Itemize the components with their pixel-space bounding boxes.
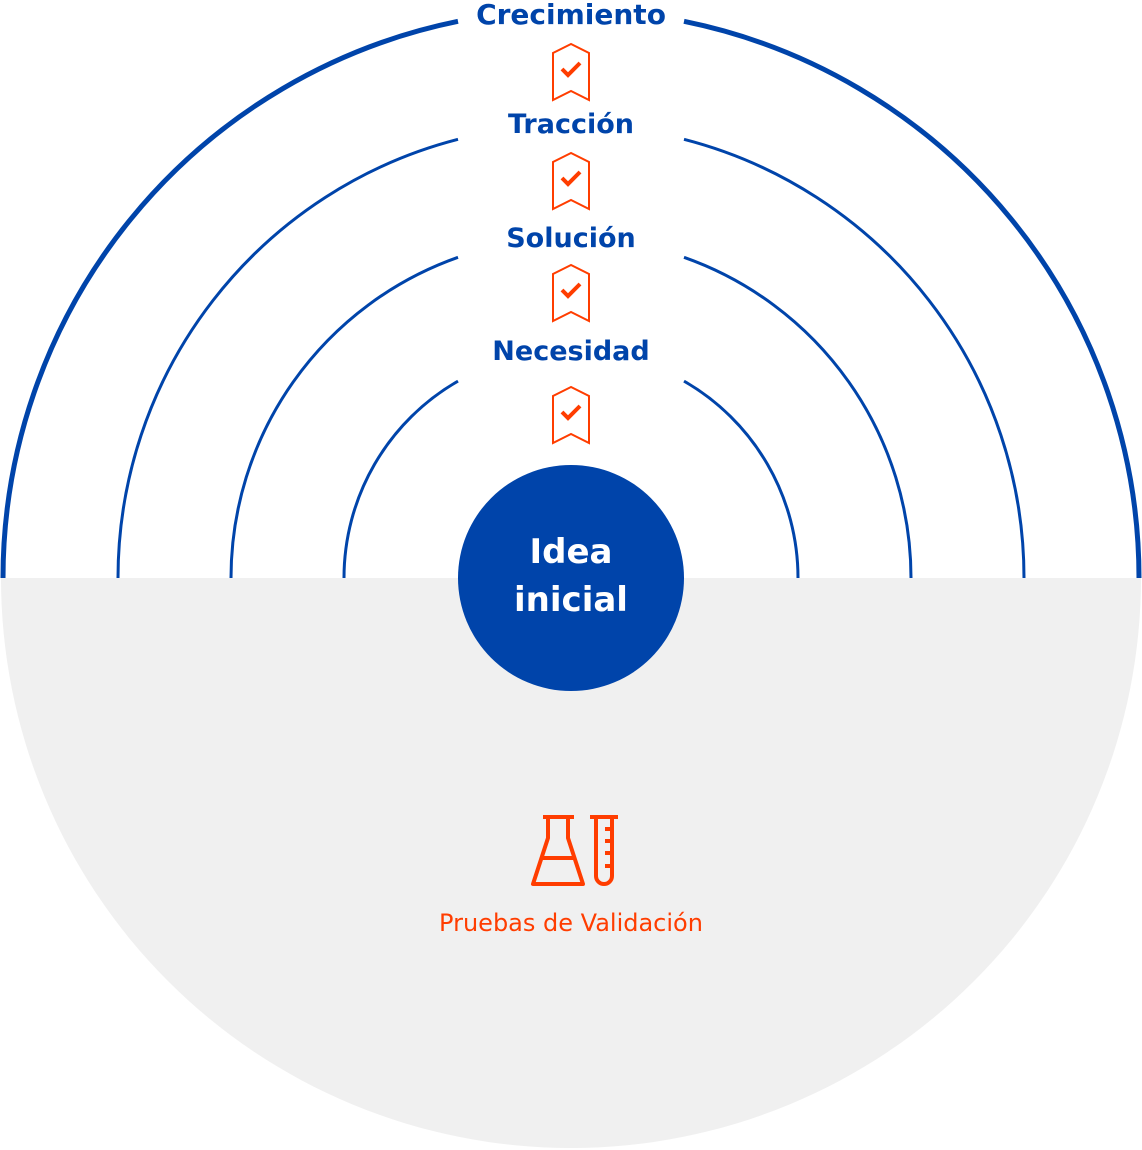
center-line1: Idea — [530, 532, 613, 572]
stage-label-solucion: Solución — [506, 223, 636, 254]
stage-label-traccion: Tracción — [508, 109, 634, 140]
stage-arc-2-left — [229, 255, 459, 579]
stage-label-necesidad: Necesidad — [492, 336, 649, 367]
badge-check-icon — [552, 263, 590, 323]
stage-arc-1-left — [342, 379, 459, 579]
stage-label-crecimiento: Crecimiento — [476, 0, 666, 31]
badge-check-icon — [552, 42, 590, 102]
stage-arc-3-left — [116, 137, 459, 579]
stage-arc-3-right — [683, 137, 1026, 579]
lab-flask-tube-icon — [531, 815, 618, 886]
validation-area — [1, 578, 1141, 1148]
idea-circle — [458, 465, 684, 691]
stage-arc-4-right — [683, 18, 1142, 579]
badge-check-icon — [552, 151, 590, 211]
badge-check-icon — [552, 385, 590, 445]
center-line2: inicial — [514, 580, 628, 620]
validation-label: Pruebas de Validación — [439, 909, 703, 937]
stage-arc-4-left — [0, 18, 459, 579]
stage-arc-2-right — [683, 255, 913, 579]
stage-arc-1-right — [683, 379, 800, 579]
